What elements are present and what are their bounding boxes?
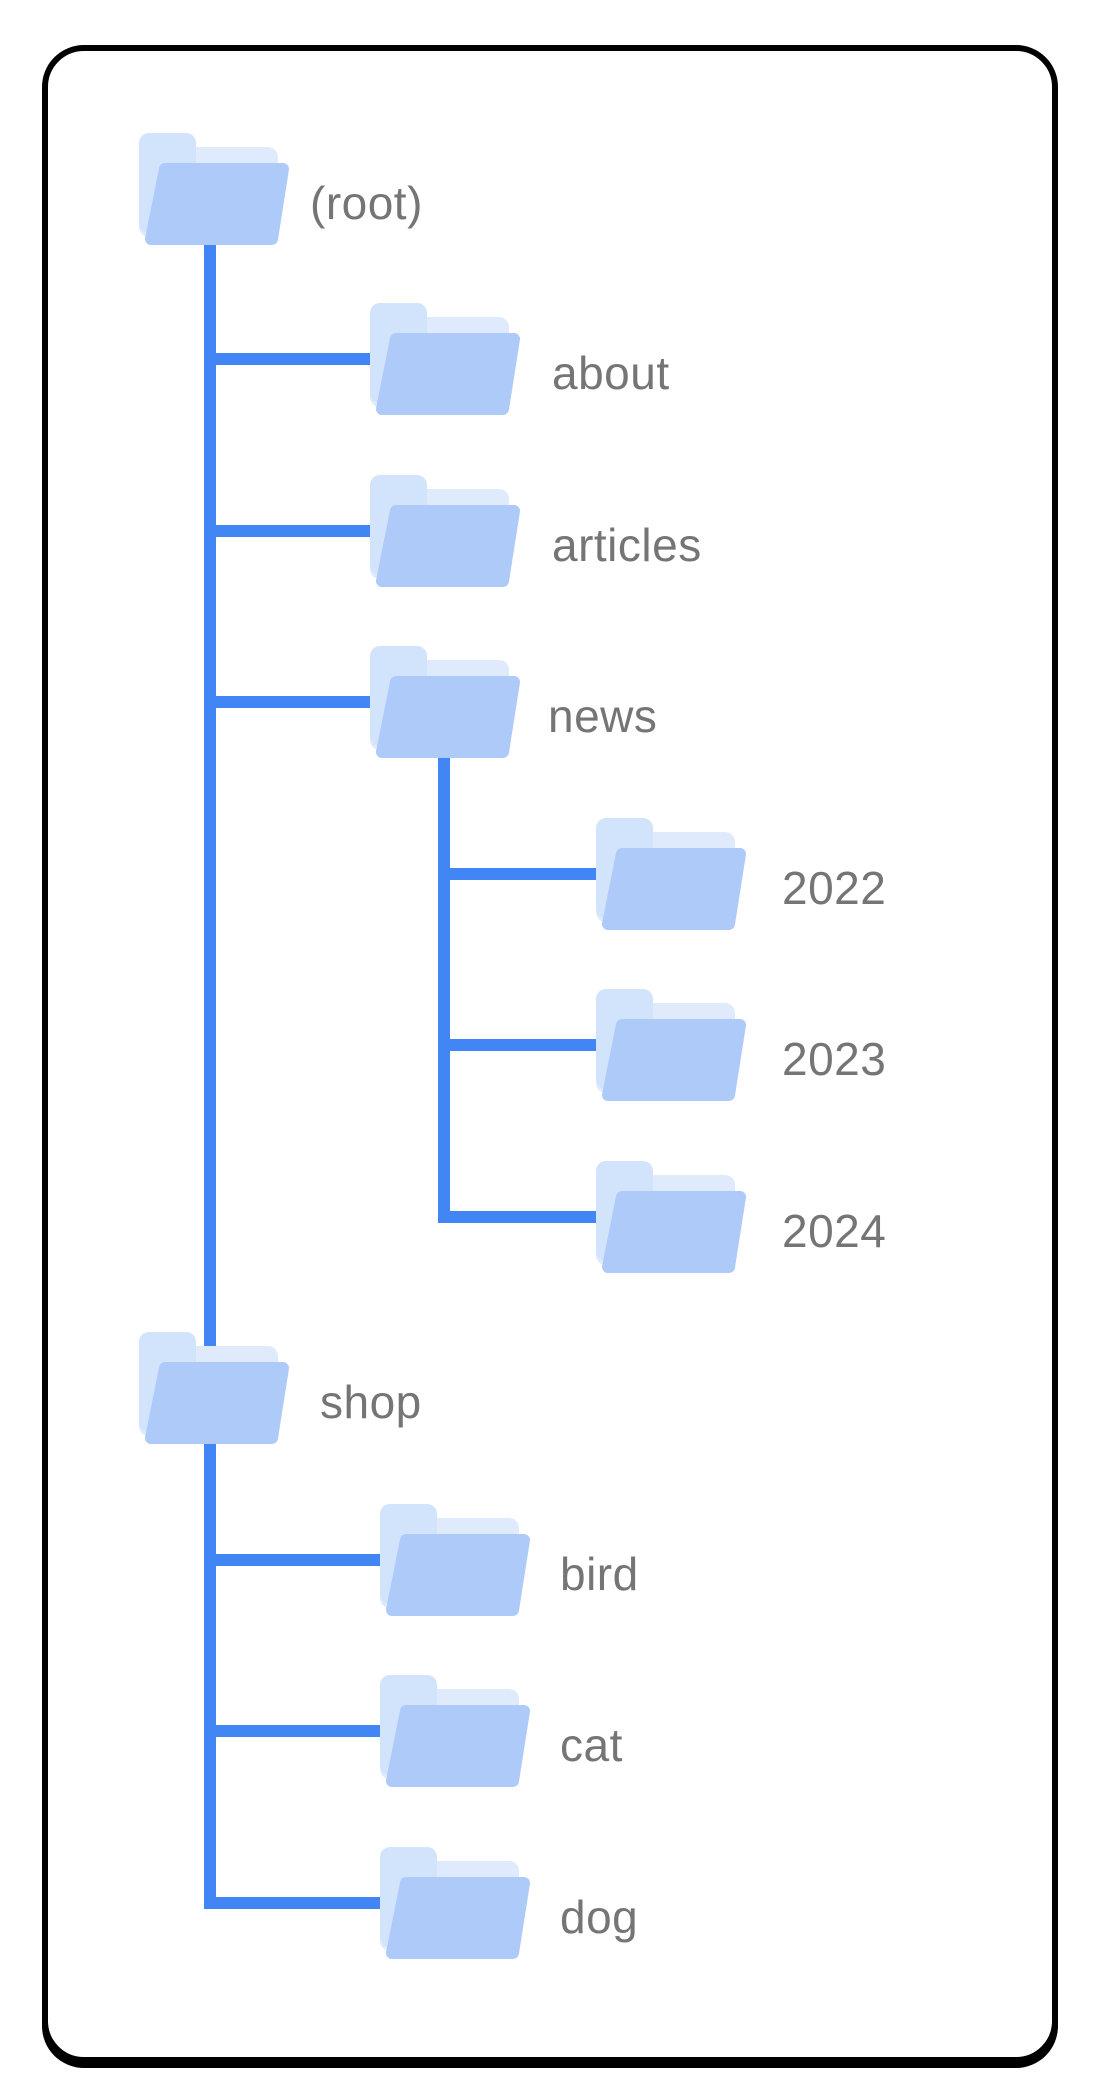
folder-label-2024: 2024 [782,1205,887,1257]
connector-branch-line [204,525,382,537]
connector-branch-line [204,696,382,708]
diagram-card [42,45,1058,2063]
folder-icon [139,133,289,245]
folder-label-bird: bird [560,1548,639,1600]
connector-branch-line [204,353,382,365]
connector-branch-line [204,1554,392,1566]
connector-branch-line [204,1725,392,1737]
folder-label-cat: cat [560,1719,623,1771]
folder-icon [596,989,746,1101]
connector-branch-line [438,1211,608,1223]
folder-icon [380,1504,530,1616]
connector-trunk-line [438,756,450,1223]
folder-icon [380,1675,530,1787]
connector-branch-line [438,1039,608,1051]
folder-icon [596,1161,746,1273]
folder-icon [380,1847,530,1959]
connector-trunk-line [204,243,216,1909]
folder-label-2022: 2022 [782,862,887,914]
folder-label-about: about [552,347,670,399]
folder-label-shop: shop [320,1376,422,1428]
folder-icon [139,1332,289,1444]
folder-label-dog: dog [560,1891,639,1943]
folder-icon [370,303,520,415]
folder-label-2023: 2023 [782,1033,887,1085]
connector-branch-line [438,868,608,880]
folder-icon [596,818,746,930]
folder-label-news: news [548,690,658,742]
folder-label-articles: articles [552,519,702,571]
folder-icon [370,475,520,587]
folder-label-root: (root) [310,177,423,229]
connector-branch-line [204,1897,392,1909]
folder-icon [370,646,520,758]
